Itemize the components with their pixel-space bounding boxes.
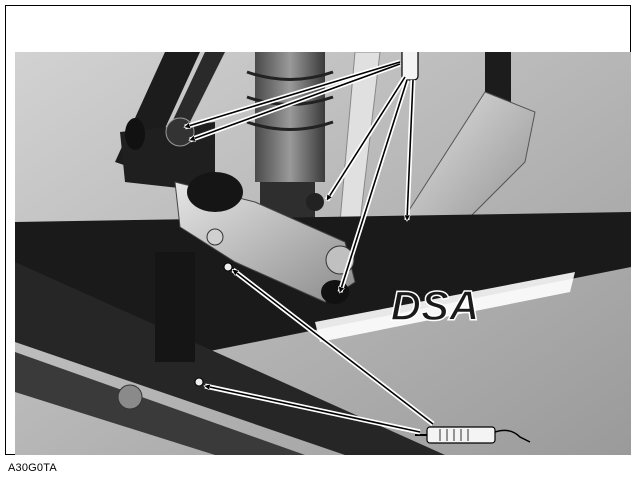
lower-rail xyxy=(15,262,445,455)
figure-caption: A30G0TA xyxy=(8,462,57,474)
pivot-cap xyxy=(187,172,243,212)
arm-bolt xyxy=(206,228,224,246)
vertical-post xyxy=(155,252,195,362)
right-arm xyxy=(394,91,536,253)
grease-gun-icon xyxy=(415,426,531,444)
shock-mount xyxy=(306,193,324,211)
ball-joint-left xyxy=(125,118,145,150)
grease-fitting-upper xyxy=(223,262,233,272)
suspension-photo: DSA xyxy=(15,52,631,455)
lubrication-arrows-oil xyxy=(185,59,416,292)
oil-can-icon xyxy=(401,52,419,81)
decal-text: DSA xyxy=(391,282,480,329)
ball-joint-right xyxy=(165,117,195,147)
lower-rail-2 xyxy=(15,352,305,455)
lubrication-arrows-grease xyxy=(205,268,435,435)
shock-spring xyxy=(255,52,325,182)
frame-decal: DSA xyxy=(315,272,575,342)
grease-fitting-lower xyxy=(194,377,204,387)
rail-bolt xyxy=(117,384,143,410)
